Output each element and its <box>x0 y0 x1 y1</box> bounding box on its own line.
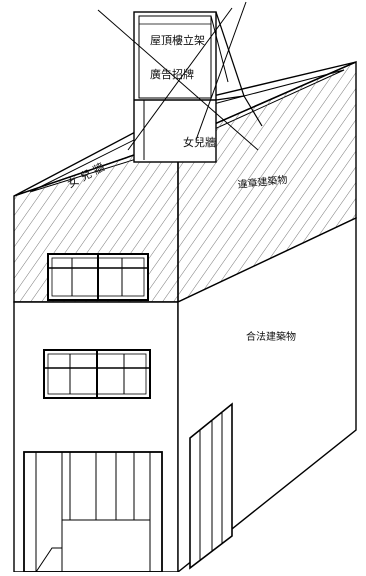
cross-out-line-b <box>195 1 247 141</box>
side-window <box>189 402 233 570</box>
cross-out-line-c <box>127 7 233 151</box>
billboard-label: 廣告招牌 <box>150 67 194 81</box>
middle-window <box>43 349 151 399</box>
legal-building-front-wall <box>13 301 179 573</box>
cross-out-line-a <box>97 9 259 151</box>
legal-building-label: 合法建築物 <box>246 330 296 343</box>
parapet-side-label: 女兒牆 <box>183 135 216 149</box>
rooftop-sign-label: 屋頂樓立架 <box>150 33 205 47</box>
upper-window <box>47 253 149 301</box>
billboard-panel <box>138 15 229 99</box>
